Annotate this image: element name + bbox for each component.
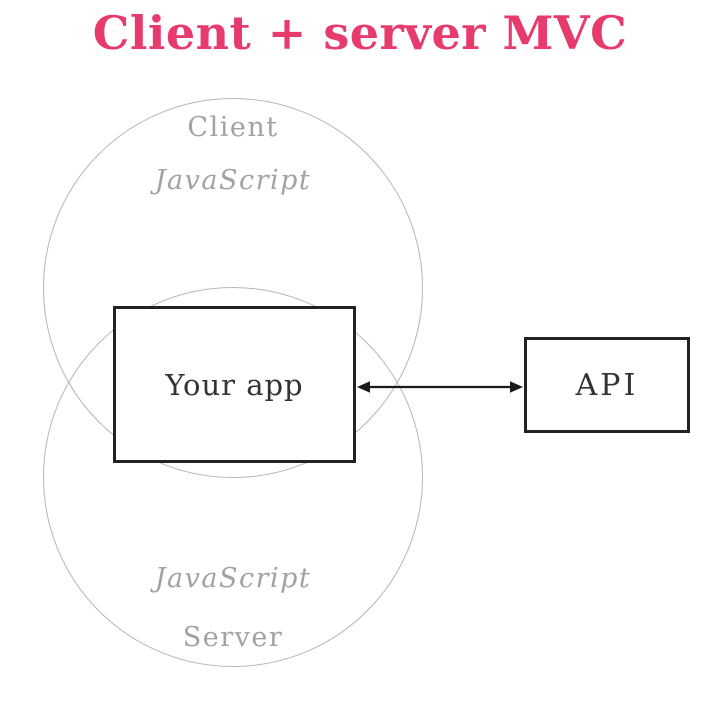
page-title: Client + server MVC (92, 6, 628, 60)
client-language-label: JavaScript (154, 165, 312, 196)
server-circle (43, 287, 423, 667)
arrow-head-left-icon (357, 381, 370, 393)
your-app-box: Your app (113, 306, 356, 463)
arrow-head-right-icon (510, 381, 523, 393)
server-language-label: JavaScript (154, 563, 312, 594)
double-arrow-connector (357, 381, 523, 393)
your-app-label: Your app (165, 367, 304, 402)
client-circle-label: Client (187, 112, 279, 143)
server-circle-label: Server (182, 622, 284, 653)
api-label: API (575, 367, 639, 403)
api-box: API (524, 337, 690, 433)
